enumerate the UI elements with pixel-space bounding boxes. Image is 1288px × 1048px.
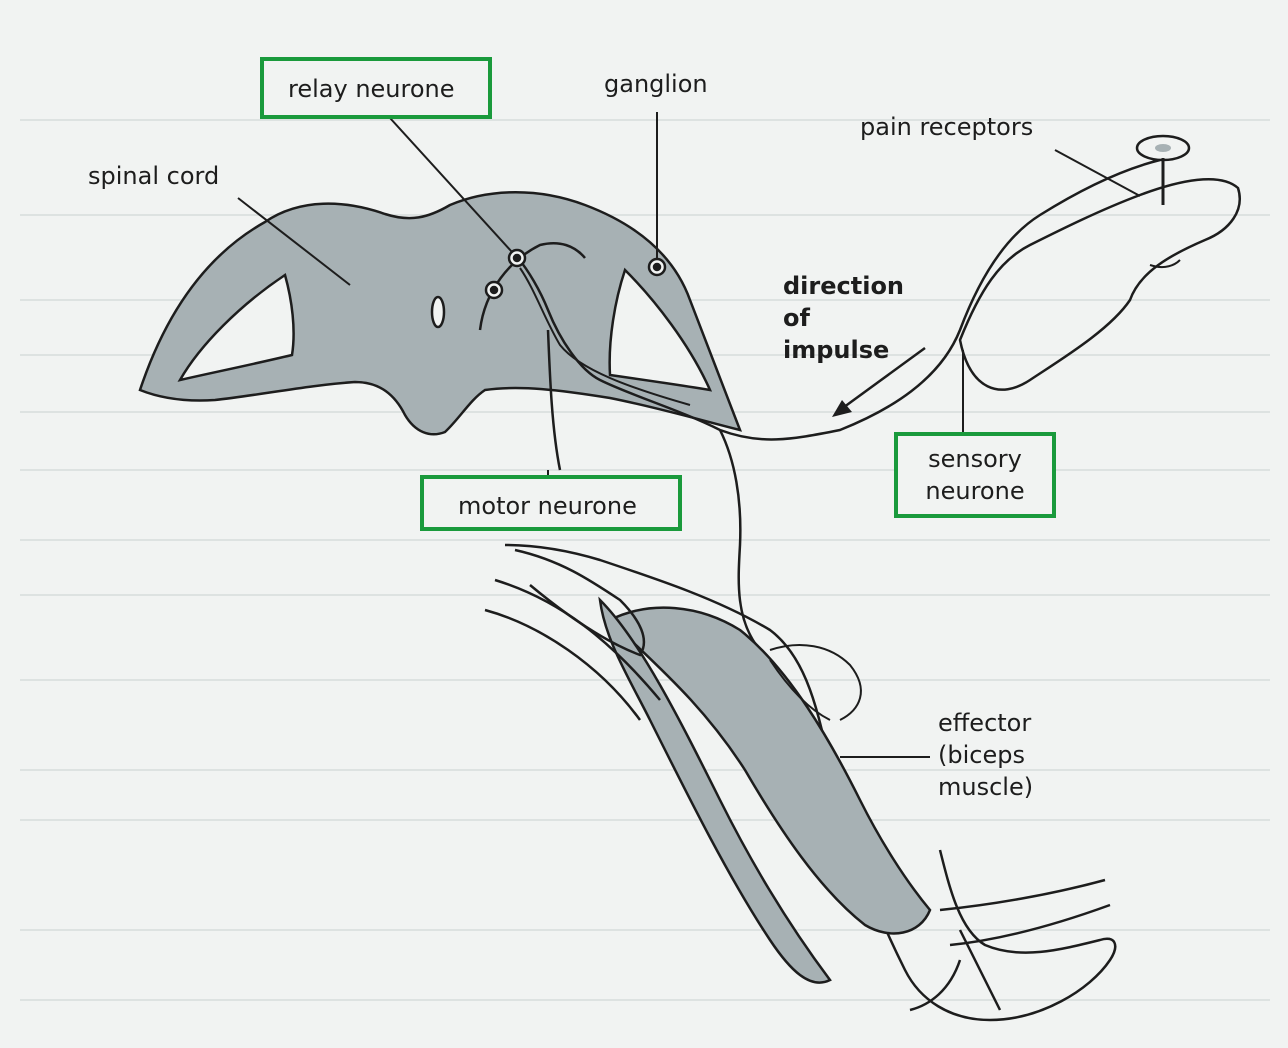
direction-of-impulse-label: direction of impulse (783, 270, 904, 366)
sensory-text: sensory (898, 443, 1052, 475)
motor-neurone-text: motor neurone (458, 492, 637, 520)
ganglion-label: ganglion (604, 68, 708, 100)
central-canal (432, 297, 444, 327)
neurone-text: neurone (898, 475, 1052, 507)
ganglion-text: ganglion (604, 70, 708, 98)
pain-receptors-text: pain receptors (860, 113, 1033, 141)
impulse-text: impulse (783, 334, 904, 366)
spinal-cord-text: spinal cord (88, 162, 219, 190)
sensory-neurone-label: sensory neurone (894, 432, 1056, 518)
muscle-text: muscle) (938, 771, 1033, 803)
effector-label: effector (biceps muscle) (938, 707, 1033, 803)
of-text: of (783, 302, 904, 334)
elbow-joint (910, 930, 1000, 1010)
effector-text: effector (938, 707, 1033, 739)
pin (1137, 136, 1189, 205)
spinal-cord-label: spinal cord (88, 160, 219, 192)
motor-neurone-label: motor neurone (420, 475, 682, 531)
finger-outline (960, 179, 1240, 389)
pain-receptors-label: pain receptors (860, 111, 1033, 143)
relay-neurone-label: relay neurone (260, 57, 492, 119)
biceps-text: (biceps (938, 739, 1033, 771)
relay-neurone-text: relay neurone (288, 75, 455, 103)
direction-text: direction (783, 270, 904, 302)
